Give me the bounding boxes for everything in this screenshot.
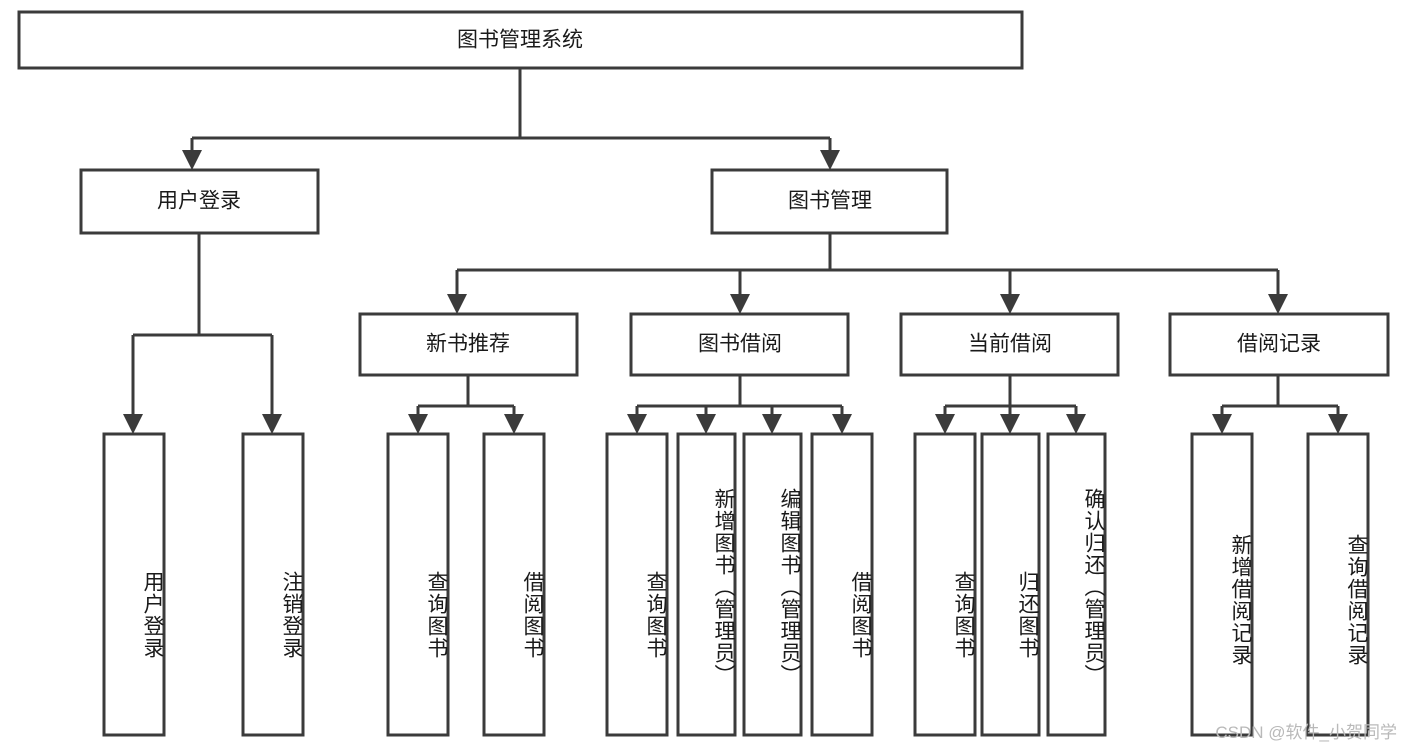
leaf-box-query-book-borrow[interactable] [605,432,669,737]
connector-book-borrow-to-leaves [627,375,852,434]
connector-root-to-level1 [182,68,840,170]
connector-user-login-to-leaves [123,233,282,434]
node-root-system[interactable]: 图书管理系统 [17,10,1024,70]
node-user-login[interactable]: 用户登录 [79,168,320,235]
connector-borrow-record-to-leaves [1212,375,1348,434]
leaf-box-add-borrow-record[interactable] [1190,432,1254,737]
leaf-box-query-book-current[interactable] [913,432,977,737]
leaf-box-confirm-return-admin[interactable] [1046,432,1107,737]
leaf-box-user-login[interactable] [102,432,166,737]
leaf-box-query-borrow-record[interactable] [1306,432,1370,737]
connector-current-borrow-to-leaves [935,375,1086,434]
connector-new-book-to-leaves [408,375,524,434]
node-book-borrow-label: 图书借阅 [698,333,782,356]
leaf-box-logout[interactable] [241,432,305,737]
csdn-watermark: CSDN @软件_小贺同学 [1215,723,1397,742]
leaf-boxes [102,432,1370,737]
leaf-box-edit-book-admin[interactable] [742,432,803,737]
leaf-box-borrow-book-rec[interactable] [482,432,546,737]
node-current-borrow[interactable]: 当前借阅 [899,312,1120,377]
node-book-management-label: 图书管理 [788,190,872,213]
node-book-borrow[interactable]: 图书借阅 [629,312,850,377]
leaf-box-return-book[interactable] [980,432,1041,737]
node-new-book-recommend-label: 新书推荐 [426,333,510,356]
node-user-login-label: 用户登录 [157,190,241,213]
node-new-book-recommend[interactable]: 新书推荐 [358,312,579,377]
node-book-management[interactable]: 图书管理 [710,168,949,235]
leaf-box-query-book-rec[interactable] [386,432,450,737]
connector-book-mgmt-to-level2 [447,233,1288,314]
leaf-box-add-book-admin[interactable] [676,432,737,737]
node-current-borrow-label: 当前借阅 [968,333,1052,356]
leaf-box-borrow-book[interactable] [810,432,874,737]
node-root-label: 图书管理系统 [457,29,583,52]
node-borrow-record-label: 借阅记录 [1237,333,1321,356]
node-borrow-record[interactable]: 借阅记录 [1168,312,1390,377]
